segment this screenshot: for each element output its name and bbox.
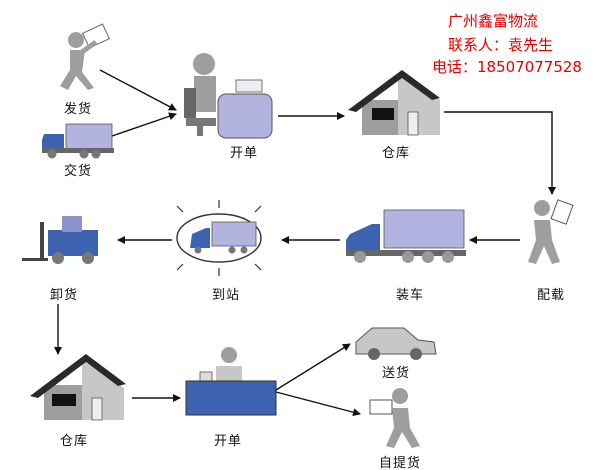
company-name: 广州鑫富物流 — [448, 12, 539, 30]
contact-phone: 电话：18507077528 — [432, 58, 582, 76]
clerk-at-desk-icon — [184, 53, 273, 139]
label-pei-zai: 配载 — [536, 288, 566, 303]
running-person-icon — [60, 23, 111, 90]
delivery-car-icon — [355, 327, 437, 360]
person-with-clipboard-icon — [528, 199, 574, 264]
label-kai-dan-1: 开单 — [229, 146, 259, 161]
label-dao-zhan: 到站 — [211, 288, 241, 303]
flow-arrows — [54, 69, 556, 417]
delivery-truck-icon — [42, 123, 114, 159]
pickup-person-icon — [369, 388, 420, 448]
contact-person: 联系人：袁先生 — [448, 36, 554, 54]
label-cang-ku-1: 仓库 — [381, 146, 411, 161]
label-cang-ku-2: 仓库 — [59, 434, 89, 449]
label-zi-ti-huo: 自提货 — [378, 456, 422, 470]
label-song-huo: 送货 — [381, 366, 411, 381]
warehouse-icon — [348, 70, 440, 136]
warehouse-icon — [30, 354, 126, 421]
label-zhuang-che: 装车 — [395, 288, 425, 303]
label-fa-huo: 发货 — [63, 102, 93, 117]
service-counter-icon — [185, 347, 277, 416]
arrival-station-icon — [176, 200, 262, 276]
forklift-icon — [22, 216, 98, 264]
label-kai-dan-2: 开单 — [213, 434, 243, 449]
label-jiao-huo: 交货 — [63, 164, 93, 179]
label-xie-huo: 卸货 — [49, 288, 79, 303]
loading-truck-icon — [346, 209, 466, 263]
